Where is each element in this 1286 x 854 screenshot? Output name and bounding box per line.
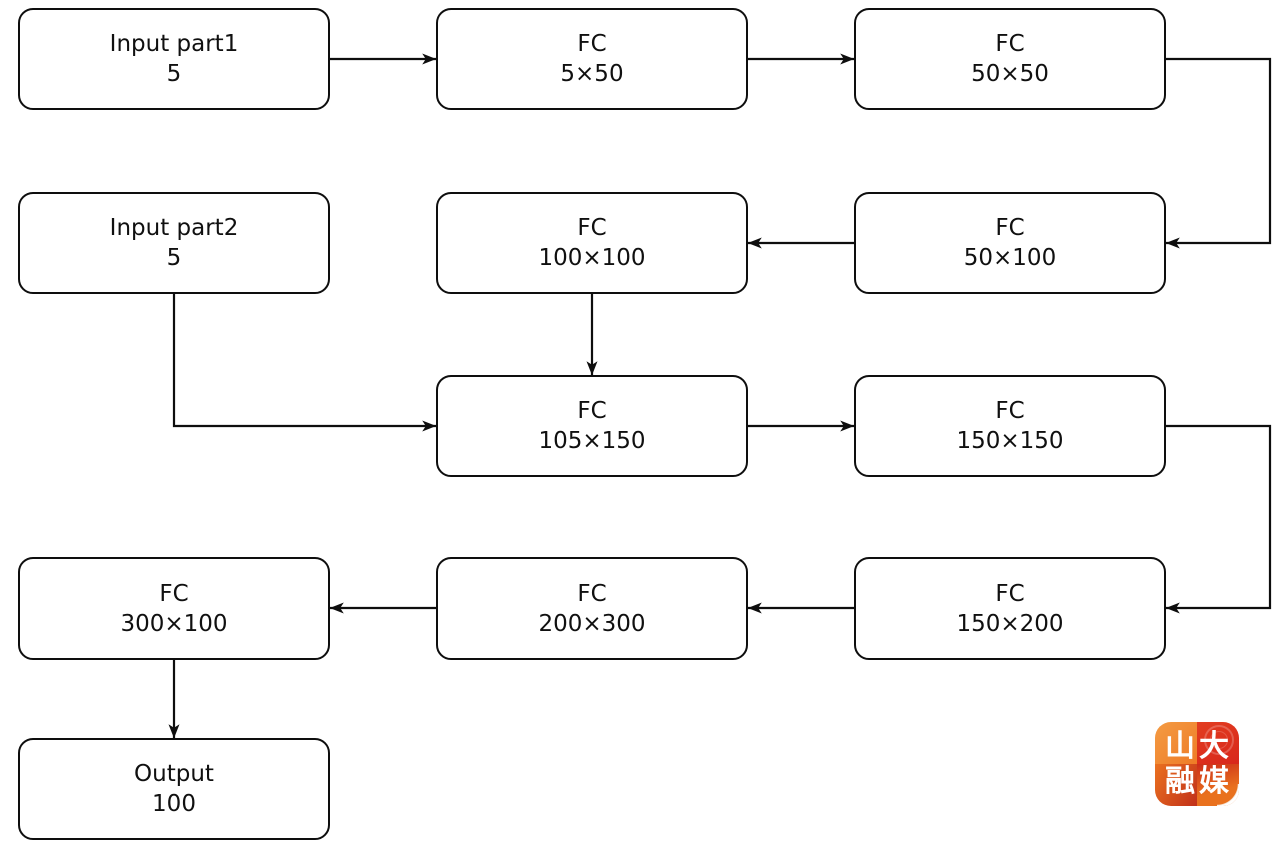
logo-quadrant-orange [1155, 722, 1197, 764]
node-label: Input part2 [109, 215, 239, 241]
shanda-rongmei-logo: 山大 融媒 [1155, 722, 1239, 806]
node-sublabel: 150×200 [956, 610, 1064, 637]
logo-page-curl [1217, 784, 1239, 806]
node-fc-150x200: FC 150×200 [854, 557, 1166, 660]
node-label: FC [159, 580, 189, 607]
node-fc-300x100: FC 300×100 [18, 557, 330, 660]
node-input-part1: Input part1 5 [18, 8, 330, 110]
logo-text-line1: 山大 [1165, 729, 1233, 764]
node-fc-150x150: FC 150×150 [854, 375, 1166, 477]
node-label: Input part1 [109, 31, 239, 57]
node-sublabel: 100 [152, 791, 196, 817]
node-sublabel: 300×100 [120, 610, 228, 637]
node-label: FC [995, 398, 1025, 424]
node-output: Output 100 [18, 738, 330, 840]
node-sublabel: 50×100 [963, 245, 1057, 271]
edge-fc-50x50-to-fc-50x100 [1165, 57, 1272, 249]
node-sublabel: 105×150 [538, 428, 646, 454]
node-label: FC [995, 215, 1025, 241]
node-label: FC [995, 580, 1025, 607]
node-label: FC [577, 580, 607, 607]
node-label: FC [995, 31, 1025, 57]
node-sublabel: 100×100 [538, 245, 646, 271]
node-sublabel: 150×150 [956, 428, 1064, 454]
node-fc-5x50: FC 5×50 [436, 8, 748, 110]
node-fc-50x100: FC 50×100 [854, 192, 1166, 294]
node-label: FC [577, 31, 607, 57]
node-fc-105x150: FC 105×150 [436, 375, 748, 477]
logo-seal-watermark-icon [1204, 725, 1234, 755]
edge-fc-150x150-to-fc-150x200 [1165, 424, 1272, 614]
edge-input-part2-to-fc-105x150 [172, 294, 437, 432]
node-sublabel: 5 [166, 61, 182, 87]
node-input-part2: Input part2 5 [18, 192, 330, 294]
node-sublabel: 200×300 [538, 610, 646, 637]
logo-quadrant-deep-orange [1155, 764, 1197, 806]
node-sublabel: 50×50 [971, 61, 1049, 87]
node-sublabel: 5×50 [560, 61, 624, 87]
node-fc-200x300: FC 200×300 [436, 557, 748, 660]
node-fc-100x100: FC 100×100 [436, 192, 748, 294]
node-label: FC [577, 398, 607, 424]
node-fc-50x50: FC 50×50 [854, 8, 1166, 110]
node-sublabel: 5 [166, 245, 182, 271]
node-label: FC [577, 215, 607, 241]
node-label: Output [134, 761, 214, 787]
